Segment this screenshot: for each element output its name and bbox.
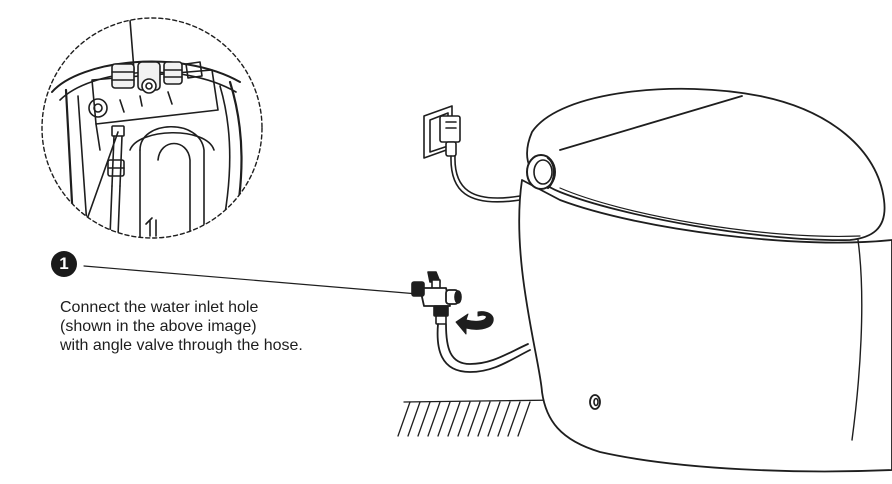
detail-circle-border	[41, 17, 263, 239]
connection-hose	[436, 323, 531, 373]
water-inlet-closeup	[51, 19, 243, 238]
instruction-line: Connect the water inlet hole	[60, 299, 259, 316]
control-knob	[526, 154, 556, 190]
angle-valve	[411, 271, 462, 325]
smart-toilet	[518, 87, 892, 473]
floor-hatching	[397, 399, 561, 437]
instruction-text: Connect the water inlet hole (shown in t…	[60, 298, 303, 355]
inlet-fittings	[88, 61, 203, 118]
detail-magnifier	[41, 17, 263, 239]
toilet-lid	[526, 87, 886, 241]
inner-pipe	[129, 125, 215, 238]
leader-line	[83, 265, 419, 295]
wall-plug-icon	[423, 105, 521, 203]
power-cord	[450, 155, 521, 203]
drain-hole	[589, 394, 601, 410]
step-number-badge: 1	[51, 251, 77, 277]
rotate-arrow-icon	[455, 311, 494, 335]
toilet-body	[518, 179, 892, 473]
instruction-line: with angle valve through the hose.	[60, 337, 303, 354]
instruction-line: (shown in the above image)	[60, 318, 257, 335]
inlet-connector	[107, 125, 125, 237]
